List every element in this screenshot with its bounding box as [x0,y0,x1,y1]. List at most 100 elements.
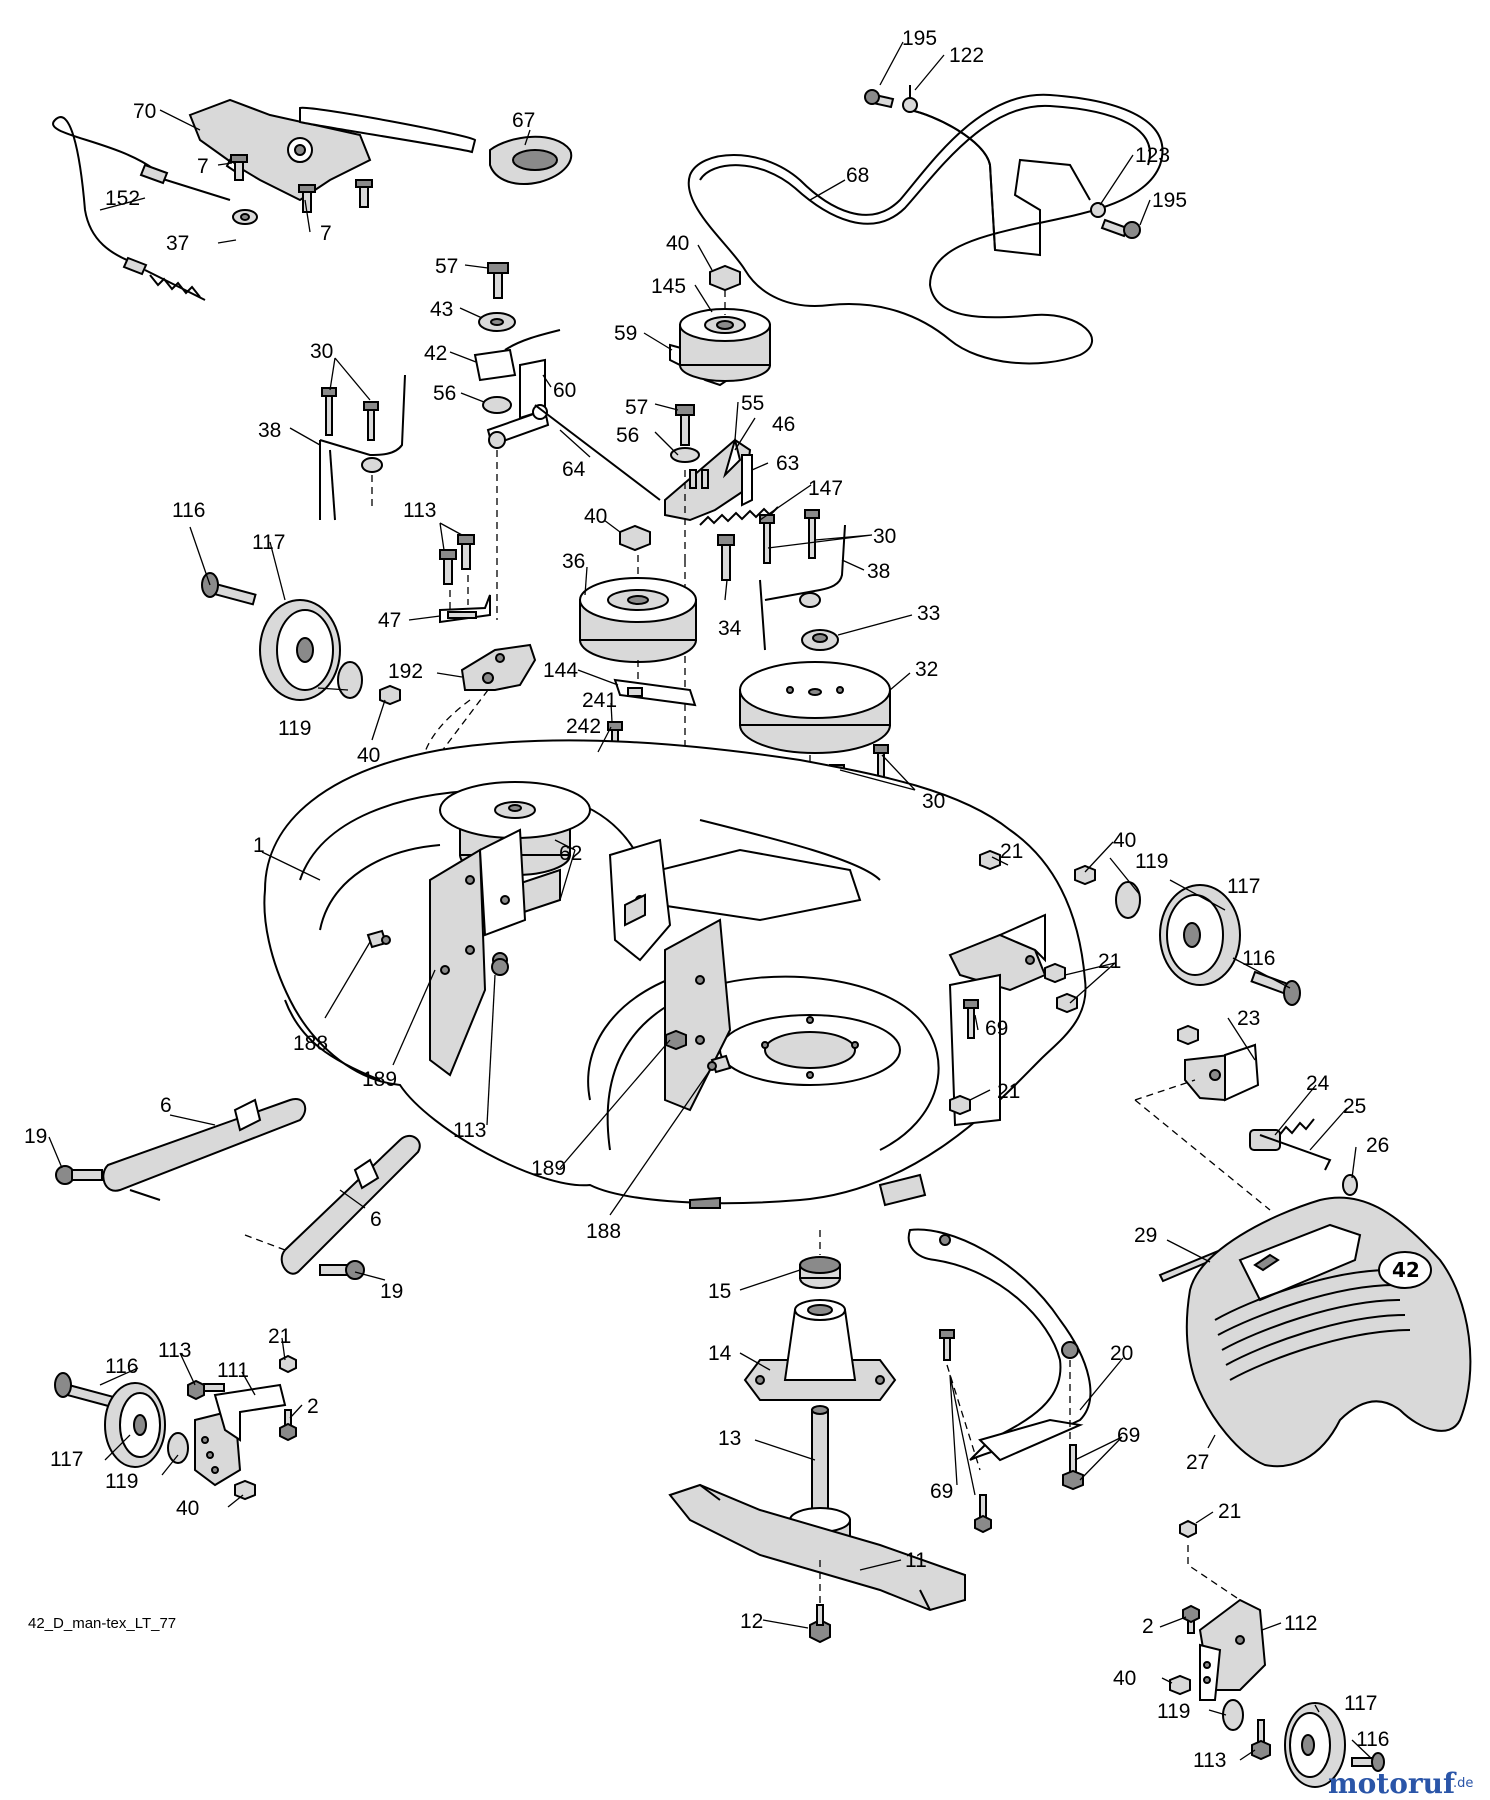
bracket-70 [188,98,477,202]
bolt-57-right [675,404,695,446]
bracket-111 [194,1383,287,1487]
bolt-116-lower-left [54,1372,115,1408]
washer-43 [478,312,516,332]
spring-147 [699,506,779,526]
callout-113: 113 [403,499,436,522]
callout-195: 195 [902,27,937,50]
nut-189-deck [665,1029,687,1051]
callout-192: 192 [388,660,423,683]
bracket-63 [741,454,753,507]
rod-38-right [759,524,846,651]
wheel-117-left [259,599,341,701]
callout-12: 12 [740,1610,763,1633]
deck-hitch-right [948,913,1047,1127]
callout-43: 43 [430,298,453,321]
callout-2: 2 [1142,1615,1154,1638]
wheel-117-lower-right [1284,1702,1346,1788]
callout-7: 7 [197,155,209,178]
bolt-2-lower-left [279,1409,297,1442]
callout-38: 38 [258,419,281,442]
callout-21: 21 [268,1325,291,1348]
callout-55: 55 [741,392,764,415]
callout-15: 15 [708,1280,731,1303]
bolt-19-lower [319,1260,365,1280]
nut-21-lower-right [1179,1519,1197,1539]
rod-25 [1259,1134,1332,1171]
callout-11: 11 [905,1549,927,1572]
callout-189: 189 [531,1157,566,1180]
callout-123: 123 [1135,144,1170,167]
callout-145: 145 [651,275,686,298]
callout-122: 122 [949,44,984,67]
callout-42: 42 [424,342,447,365]
bracket-center-plate [478,828,527,968]
deck-hanger-6-lower [244,1134,421,1275]
callout-57: 57 [435,255,458,278]
wheel-117-lower-left [104,1382,166,1468]
callout-60: 60 [553,379,576,402]
bracket-189-left [429,848,487,1077]
belt-68 [687,93,1164,365]
callout-2: 2 [307,1395,319,1418]
callout-56: 56 [616,424,639,447]
fitting-188-right [707,1054,732,1074]
callout-113: 113 [158,1339,191,1362]
callout-40: 40 [1113,829,1136,852]
callout-40: 40 [176,1497,199,1520]
callout-26: 26 [1366,1134,1389,1157]
cable-152 [52,116,156,266]
washer-119-left [337,661,363,699]
callout-46: 46 [772,413,795,436]
callout-37: 37 [166,232,189,255]
bolts-30-right-upper [759,509,820,564]
callout-64: 64 [562,458,586,481]
bracket-62 [608,838,672,962]
callout-113: 113 [1193,1749,1226,1772]
callout-111: 111 [217,1359,249,1382]
bolt-2-lower-right [1182,1604,1200,1634]
callout-30: 30 [922,790,945,813]
callout-56: 56 [433,382,456,405]
callout-69: 69 [1117,1424,1140,1447]
bolt-69-left [939,1329,981,1471]
callout-119: 119 [105,1470,138,1493]
nut-21-hitch [1177,1024,1199,1046]
spindle-housing-14 [743,1299,897,1401]
bolt-7a [230,154,248,181]
callout-labels: 70 7 7 152 37 67 195 122 123 195 68 40 1… [24,27,1389,1772]
callout-67: 67 [512,109,535,132]
callout-38: 38 [867,560,890,583]
callout-30: 30 [310,340,333,363]
nuts-21-deck [949,849,1078,1116]
spring-24 [1249,1118,1315,1151]
callout-21: 21 [1000,840,1023,863]
belt-guide-rod-122 [902,85,1106,257]
nut-40-lower-left [234,1479,256,1501]
nut-40-right-wheel [1074,864,1096,886]
callout-70: 70 [133,100,156,123]
callout-188: 188 [586,1220,621,1243]
bolt-19-upper [55,1165,103,1185]
callout-14: 14 [708,1342,732,1365]
callout-116: 116 [1356,1728,1389,1751]
bolts-30-left [321,387,379,441]
callout-62: 62 [559,842,582,865]
callout-116: 116 [105,1355,138,1378]
bracket-112 [1198,1598,1267,1701]
nut-40-145 [709,264,741,292]
callout-30: 30 [873,525,896,548]
callout-6: 6 [370,1208,382,1231]
callout-112: 112 [1284,1612,1317,1635]
callout-147: 147 [808,477,843,500]
callout-29: 29 [1134,1224,1157,1247]
callout-59: 59 [614,322,637,345]
bolt-69-deck [963,999,979,1039]
bolt-195-upper [864,89,895,109]
knob-67 [489,135,573,185]
callout-21: 21 [1098,950,1121,973]
watermark-logo: motoruf .de [1328,1767,1473,1800]
callout-144: 144 [543,659,578,682]
callout-152: 152 [105,187,140,210]
washer-119-lower-left [167,1432,189,1464]
